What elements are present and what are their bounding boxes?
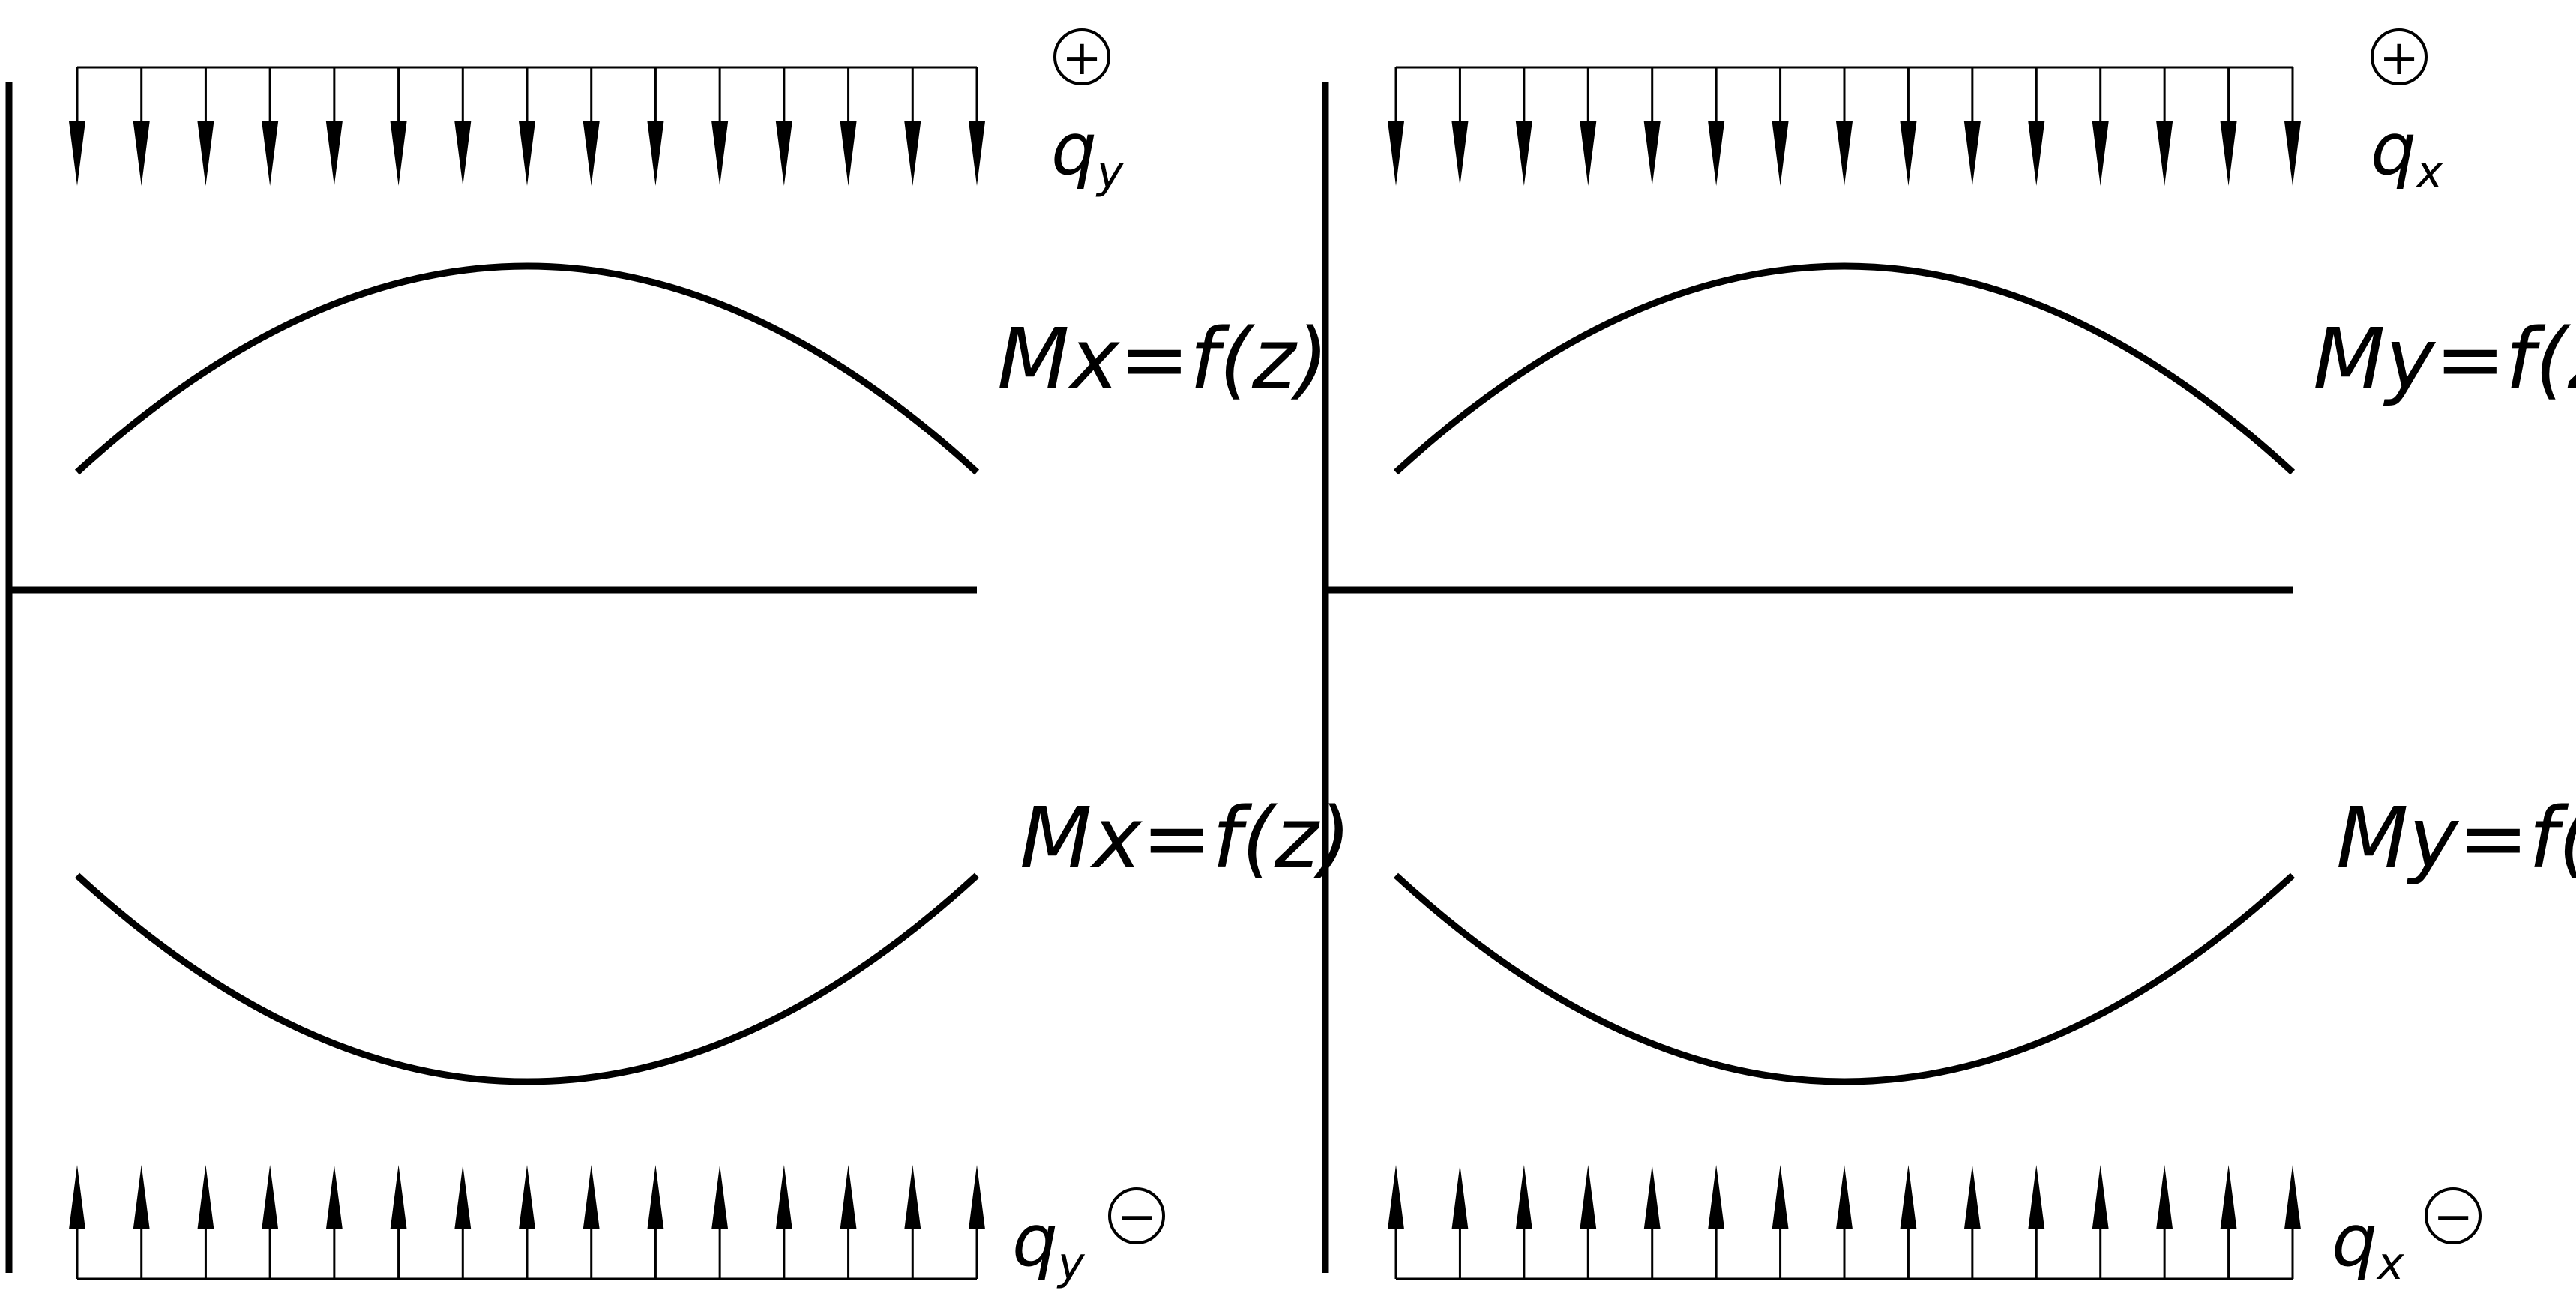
load-arrow-head-down xyxy=(840,121,857,186)
load-label-bottom: qy xyxy=(1012,1199,1086,1290)
load-arrow-head-down xyxy=(2092,121,2109,186)
load-arrow-head-up xyxy=(969,1165,985,1229)
moment-curve-top xyxy=(74,262,980,475)
load-arrow-head-down xyxy=(1900,121,1917,186)
moment-label-top: My=f(z) xyxy=(2313,311,2576,409)
load-arrow-head-up xyxy=(2284,1165,2301,1229)
moment-curve-bottom xyxy=(1393,872,2296,1085)
sign-plus: + xyxy=(2379,31,2419,86)
load-arrow-head-down xyxy=(2028,121,2045,186)
moment-label-top: Mx=f(z) xyxy=(997,311,1328,409)
load-arrow-head-up xyxy=(69,1165,85,1229)
load-arrow-head-up xyxy=(840,1165,857,1229)
panel-right xyxy=(1322,66,2301,1280)
load-arrow-head-up xyxy=(1963,1165,1981,1229)
load-arrow-head-down xyxy=(454,121,472,186)
sign-minus: − xyxy=(1116,1190,1157,1245)
load-arrow-head-up xyxy=(1451,1165,1469,1229)
load-arrow-head-down xyxy=(197,121,214,186)
sign-minus: − xyxy=(2433,1190,2473,1245)
load-arrow-head-down xyxy=(1772,121,1789,186)
load-arrow-head-down xyxy=(1708,121,1725,186)
load-label-bottom: qx xyxy=(2332,1199,2404,1290)
load-arrow-head-down xyxy=(711,121,729,186)
load-arrow-head-up xyxy=(1900,1165,1917,1229)
sign-plus-badge: + xyxy=(1053,28,1110,86)
moment-curve-top xyxy=(1393,262,2296,475)
load-arrow-head-up xyxy=(1643,1165,1661,1229)
load-arrow-head-up xyxy=(1836,1165,1853,1229)
load-arrow-head-down xyxy=(2156,121,2173,186)
load-arrow-head-down xyxy=(1643,121,1661,186)
load-arrow-head-up xyxy=(1515,1165,1532,1229)
load-arrow-head-up xyxy=(2092,1165,2109,1229)
load-arrow-head-down xyxy=(69,121,85,186)
load-arrow-head-down xyxy=(647,121,664,186)
load-arrow-head-down xyxy=(519,121,535,186)
load-arrow-head-up xyxy=(711,1165,729,1229)
load-arrow-head-up xyxy=(647,1165,664,1229)
load-arrow-head-down xyxy=(775,121,792,186)
load-arrow-head-up xyxy=(519,1165,535,1229)
load-arrow-head-down xyxy=(1836,121,1853,186)
load-arrow-head-up xyxy=(262,1165,279,1229)
load-arrow-head-down xyxy=(1580,121,1597,186)
load-arrow-head-up xyxy=(197,1165,214,1229)
load-arrow-head-down xyxy=(1388,121,1404,186)
sign-plus: + xyxy=(1062,31,1102,86)
sign-minus-badge: − xyxy=(2425,1187,2482,1245)
load-arrow-head-down xyxy=(133,121,150,186)
load-arrow-head-down xyxy=(2284,121,2301,186)
load-arrow-head-up xyxy=(2028,1165,2045,1229)
sign-minus-badge: − xyxy=(1108,1187,1165,1245)
load-arrow-head-up xyxy=(1580,1165,1597,1229)
load-arrow-head-up xyxy=(904,1165,921,1229)
load-arrow-head-up xyxy=(583,1165,600,1229)
load-arrow-head-up xyxy=(390,1165,407,1229)
moment-curve-bottom xyxy=(74,872,980,1085)
load-arrow-head-down xyxy=(325,121,343,186)
panel-left xyxy=(5,66,985,1280)
load-arrow-head-down xyxy=(1515,121,1532,186)
load-arrow-head-up xyxy=(1388,1165,1404,1229)
load-arrow-head-down xyxy=(969,121,985,186)
moment-label-bottom: Mx=f(z) xyxy=(1020,790,1351,887)
load-arrow-head-up xyxy=(1708,1165,1725,1229)
load-arrow-head-down xyxy=(904,121,921,186)
sign-plus-badge: + xyxy=(2371,28,2428,86)
load-arrow-head-down xyxy=(1451,121,1469,186)
load-arrow-head-up xyxy=(2220,1165,2237,1229)
load-label-top: qx xyxy=(2371,107,2443,199)
load-arrow-head-up xyxy=(325,1165,343,1229)
load-arrow-head-down xyxy=(583,121,600,186)
load-arrow-head-down xyxy=(390,121,407,186)
load-arrow-head-up xyxy=(133,1165,150,1229)
load-arrow-head-up xyxy=(775,1165,792,1229)
moment-label-bottom: My=f(z) xyxy=(2336,790,2576,887)
load-arrow-head-down xyxy=(1963,121,1981,186)
load-label-top: qy xyxy=(1051,107,1125,199)
load-arrow-head-down xyxy=(2220,121,2237,186)
load-arrow-head-up xyxy=(2156,1165,2173,1229)
load-arrow-head-up xyxy=(1772,1165,1789,1229)
load-arrow-head-down xyxy=(262,121,279,186)
load-arrow-head-up xyxy=(454,1165,472,1229)
